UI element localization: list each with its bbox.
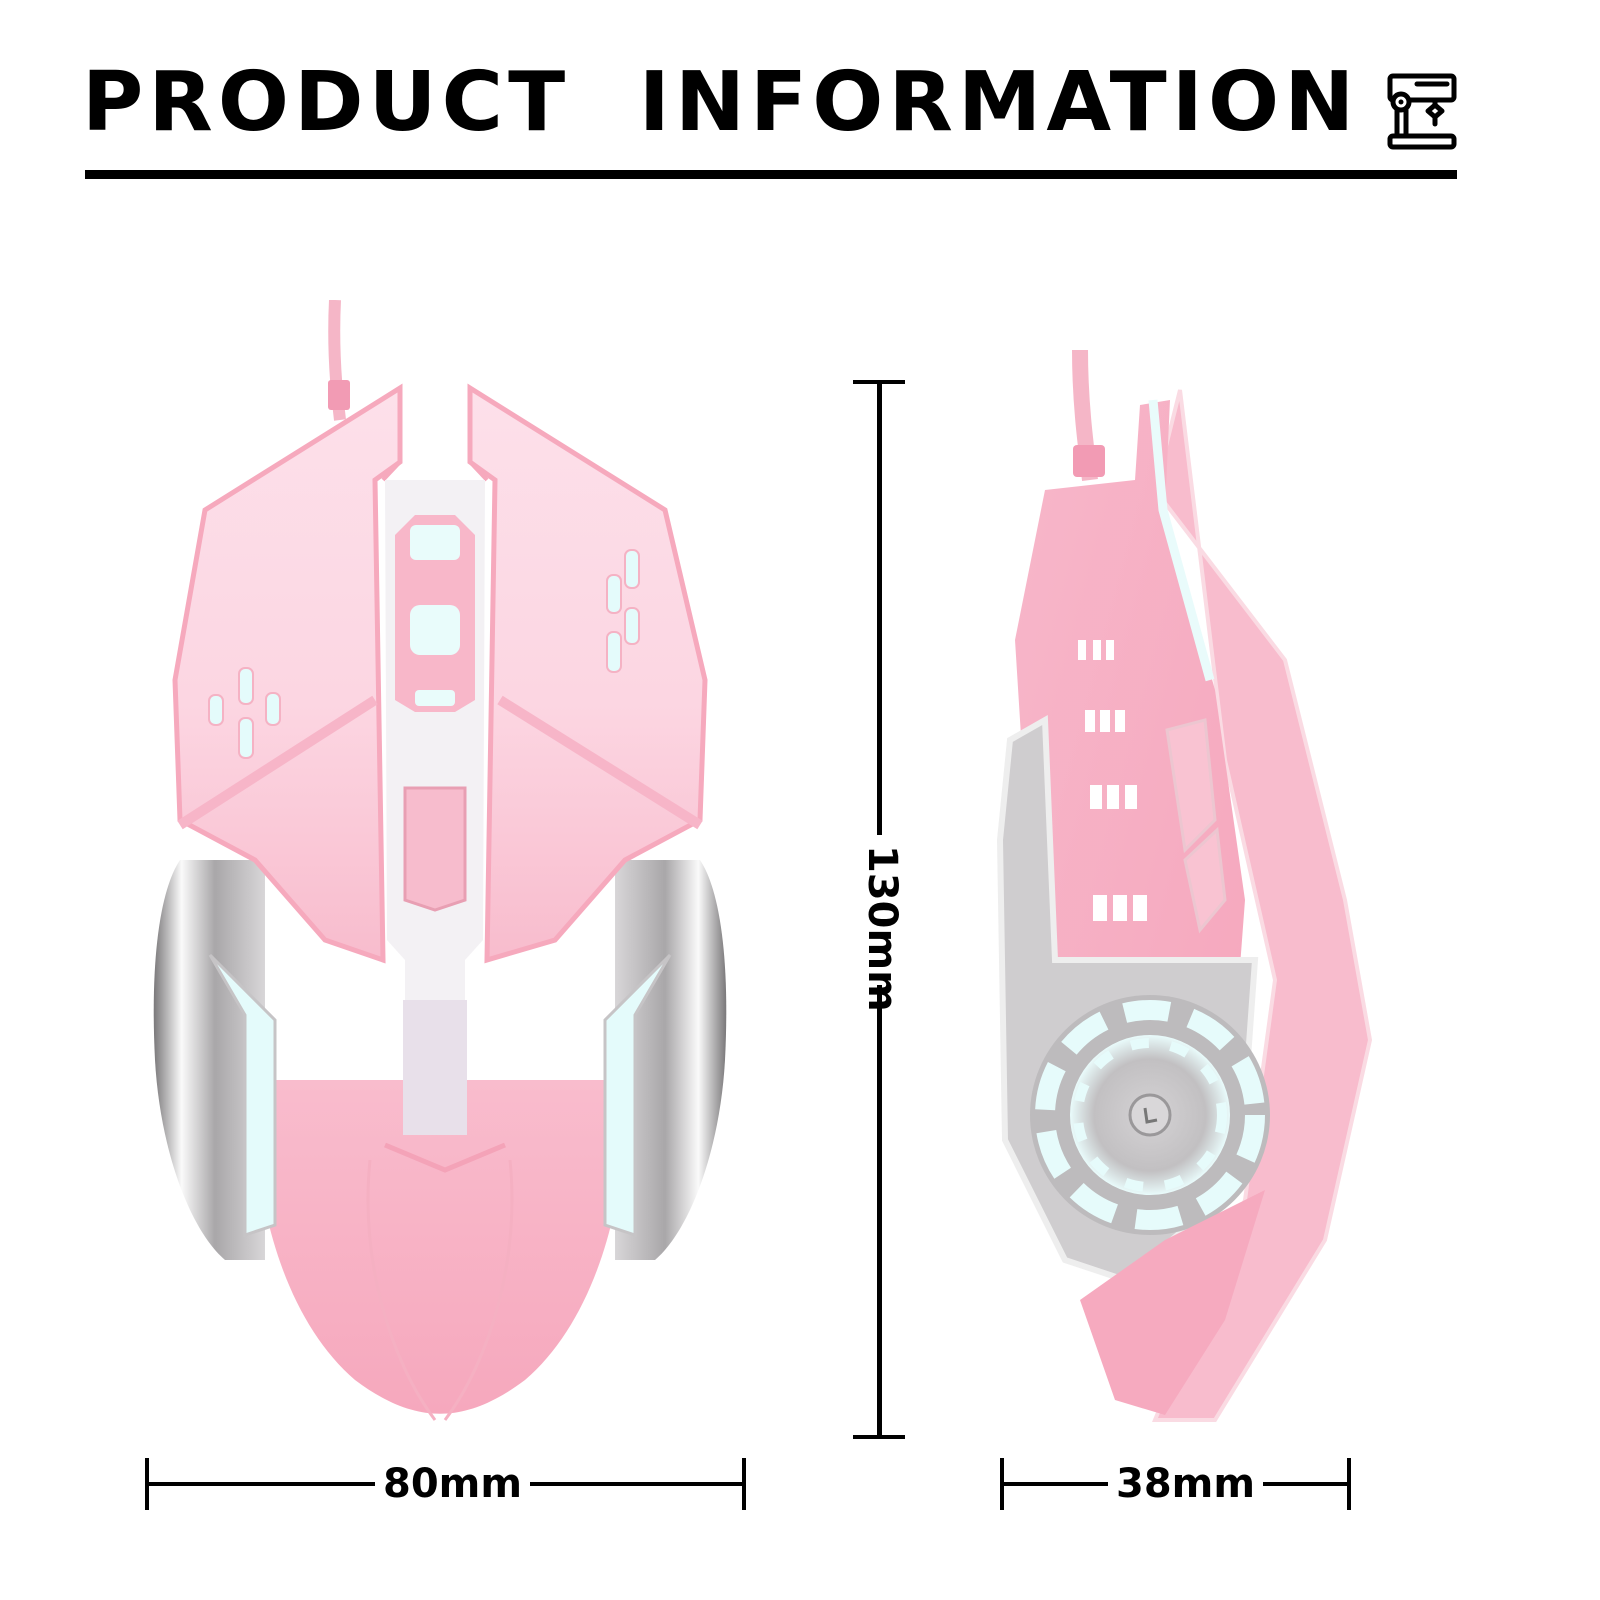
left-click-button — [172, 383, 403, 964]
length-dimension-cap-bottom — [853, 1435, 905, 1439]
page-title: PRODUCT INFORMATION — [82, 55, 1360, 150]
mouse-top-view — [153, 300, 727, 1421]
height-dimension-label: 38mm — [1108, 1464, 1264, 1504]
side-button-forward — [1165, 718, 1217, 854]
weight-dial — [1030, 995, 1270, 1235]
width-dimension-cap-right — [742, 1458, 746, 1510]
side-vents — [1078, 640, 1147, 921]
height-dimension-cap-right — [1347, 1458, 1351, 1510]
right-click-button — [467, 383, 708, 964]
side-button-back — [1183, 826, 1227, 934]
title-underline — [85, 170, 1457, 179]
mouse-side-view — [996, 349, 1373, 1422]
width-dimension-label: 80mm — [375, 1464, 531, 1504]
led-slits-right — [606, 549, 640, 673]
dpi-button — [403, 786, 467, 912]
drill-press-icon — [1387, 73, 1457, 150]
scroll-wheel — [395, 515, 475, 712]
length-dimension-label: 130mm — [859, 835, 905, 1012]
palm-rest — [254, 1080, 626, 1414]
led-slits-left — [208, 667, 281, 759]
side-top-shell — [1152, 389, 1373, 1422]
